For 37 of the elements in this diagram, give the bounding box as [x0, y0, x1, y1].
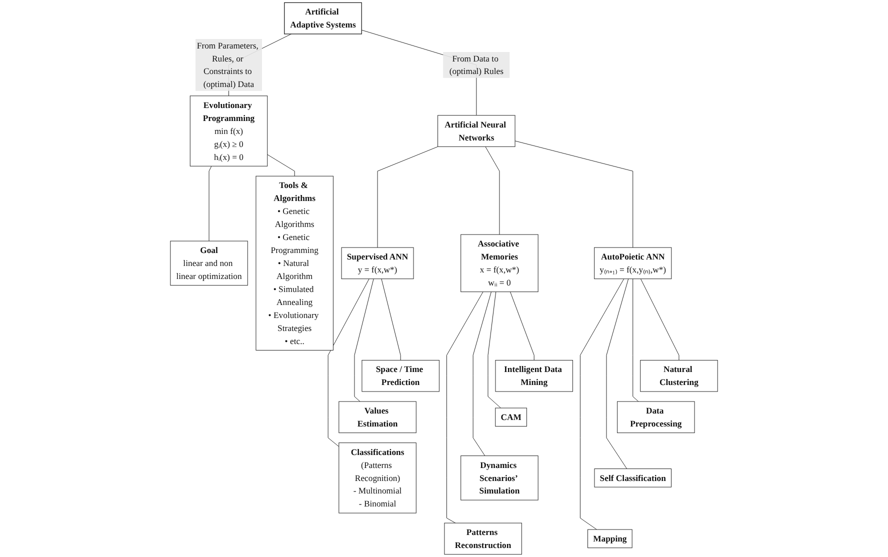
- edge-label: From Data to (optimal) Rules: [449, 54, 504, 76]
- connector: [485, 146, 500, 235]
- node-box: Mapping: [588, 529, 632, 548]
- node-box: CAM: [495, 408, 527, 427]
- connector: [472, 292, 492, 456]
- connector: [488, 292, 502, 408]
- connector: [510, 292, 534, 360]
- connector: [377, 146, 438, 248]
- node-box: Supervised ANN y = f(x,w*): [341, 247, 414, 280]
- connector: [381, 278, 401, 360]
- connector: [446, 292, 484, 524]
- node-box: Self Classification: [594, 468, 672, 488]
- node-box: Classifications (Patterns Recognition) - Multinomial - Binomial: [338, 442, 416, 514]
- connector: [354, 278, 374, 402]
- node-box: Dynamics Scenarios’ Simulation: [460, 456, 538, 500]
- connector: [328, 278, 370, 447]
- node-box: Tools & Algorithms • Genetic Algorithms • Genetic Programming • Natural Algorithm • Simulated Annealing • Evolutionary Strategies • etc..: [256, 176, 334, 350]
- node-box: Artificial Adaptive Systems: [284, 2, 362, 34]
- node-box: Natural Clustering: [640, 360, 718, 392]
- node-box: Patterns Reconstruction: [444, 522, 522, 555]
- node-box: AutoPoietic ANN y₍ₙ₊₁₎ = f(x,y₍ₙ₎,w*): [594, 247, 672, 280]
- node-box: Evolutionary Programming min f(x) gᵢ(x) ≥ 0 hᵢ(x) = 0: [190, 96, 268, 166]
- connector: [514, 140, 634, 248]
- node-box: Data Preprocessing: [617, 401, 695, 434]
- node-box: Associative Memories x = f(x,w*) wᵢᵢ = 0: [460, 234, 538, 292]
- node-box: Space / Time Prediction: [362, 360, 440, 392]
- connector: [640, 278, 680, 360]
- connector: [208, 166, 212, 242]
- edge-label: From Parameters, Rules, or Constraints to (optimal) Data: [196, 40, 258, 90]
- node-box: Goal linear and non linear optimization: [170, 240, 248, 286]
- connector: [580, 278, 624, 530]
- node-box: Intelligent Data Mining: [495, 360, 573, 392]
- connector: [606, 278, 629, 470]
- node-box: Artificial Neural Networks: [438, 115, 516, 147]
- connector: [632, 278, 639, 402]
- node-box: Values Estimation: [338, 401, 416, 434]
- connector: [267, 154, 295, 176]
